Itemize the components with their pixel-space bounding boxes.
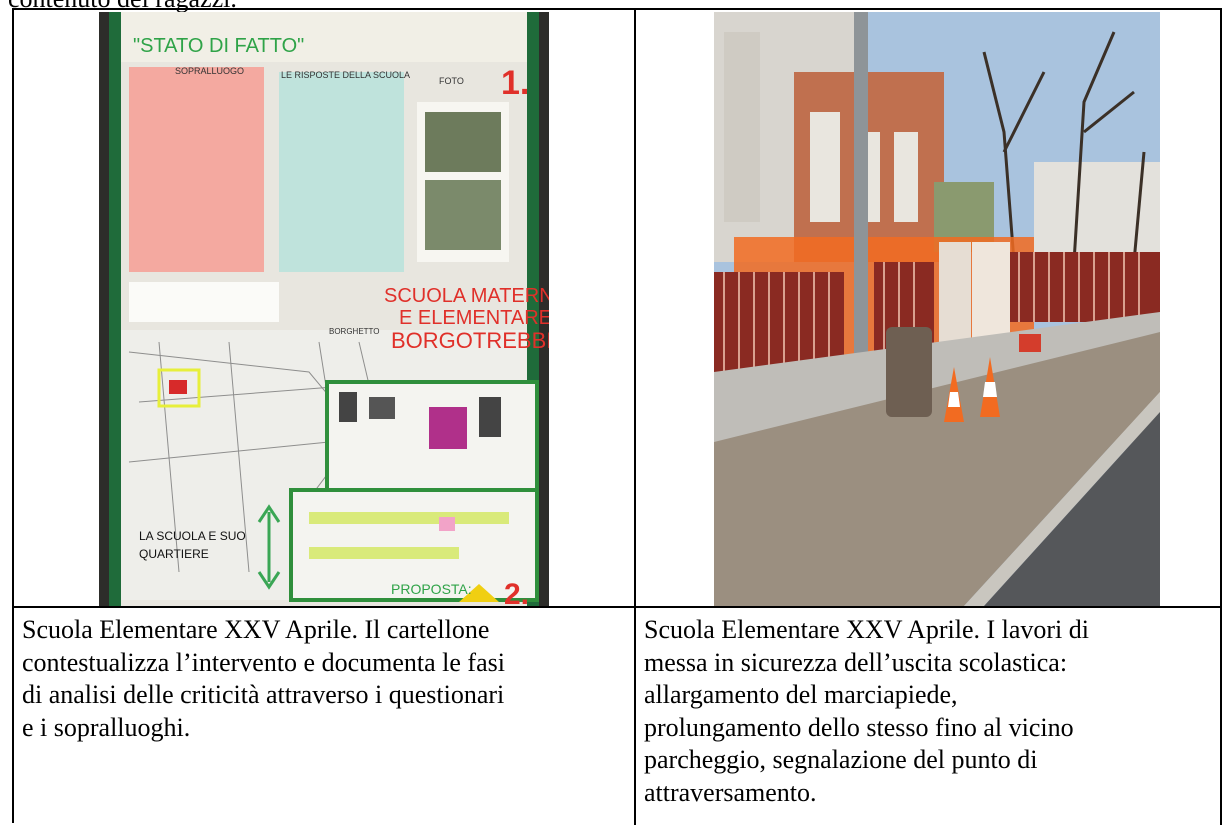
- poster-neighborhood-line1: LA SCUOLA E SUO: [139, 529, 246, 543]
- poster-proposal: PROPOSTA:: [391, 581, 472, 597]
- poster-school-line3: BORGOTREBBIA: [391, 328, 549, 353]
- table-cell-caption-left: Scuola Elementare XXV Aprile. Il cartell…: [14, 608, 636, 825]
- top-text: contenuto dei ragazzi.: [8, 0, 237, 12]
- poster-number-1: 1.: [501, 64, 529, 102]
- photo-caption-table: "STATO DI FATTO" SOPRALLUOGO LE RISPOSTE…: [12, 8, 1222, 825]
- table-cell-construction: [636, 10, 1222, 608]
- poster-map-label: BORGHETTO: [329, 327, 380, 336]
- poster-school-line1: SCUOLA MATERNA: [384, 285, 549, 307]
- caption-right: Scuola Elementare XXV Aprile. I lavori d…: [644, 615, 1090, 807]
- table-cell-caption-right: Scuola Elementare XXV Aprile. I lavori d…: [636, 608, 1222, 825]
- construction-photo: [714, 12, 1160, 606]
- poster-title: "STATO DI FATTO": [133, 35, 304, 57]
- poster-col-foto: FOTO: [439, 76, 464, 86]
- poster-neighborhood-line2: QUARTIERE: [139, 547, 209, 561]
- poster-col-sopralluogo: SOPRALLUOGO: [175, 66, 244, 76]
- poster-photo: "STATO DI FATTO" SOPRALLUOGO LE RISPOSTE…: [99, 12, 549, 606]
- poster-col-risposte: LE RISPOSTE DELLA SCUOLA: [281, 70, 410, 80]
- poster-school-line2: E ELEMENTARE: [399, 307, 549, 329]
- caption-left: Scuola Elementare XXV Aprile. Il cartell…: [22, 615, 505, 742]
- table-cell-poster: "STATO DI FATTO" SOPRALLUOGO LE RISPOSTE…: [14, 10, 636, 608]
- poster-number-2: 2.: [504, 578, 529, 606]
